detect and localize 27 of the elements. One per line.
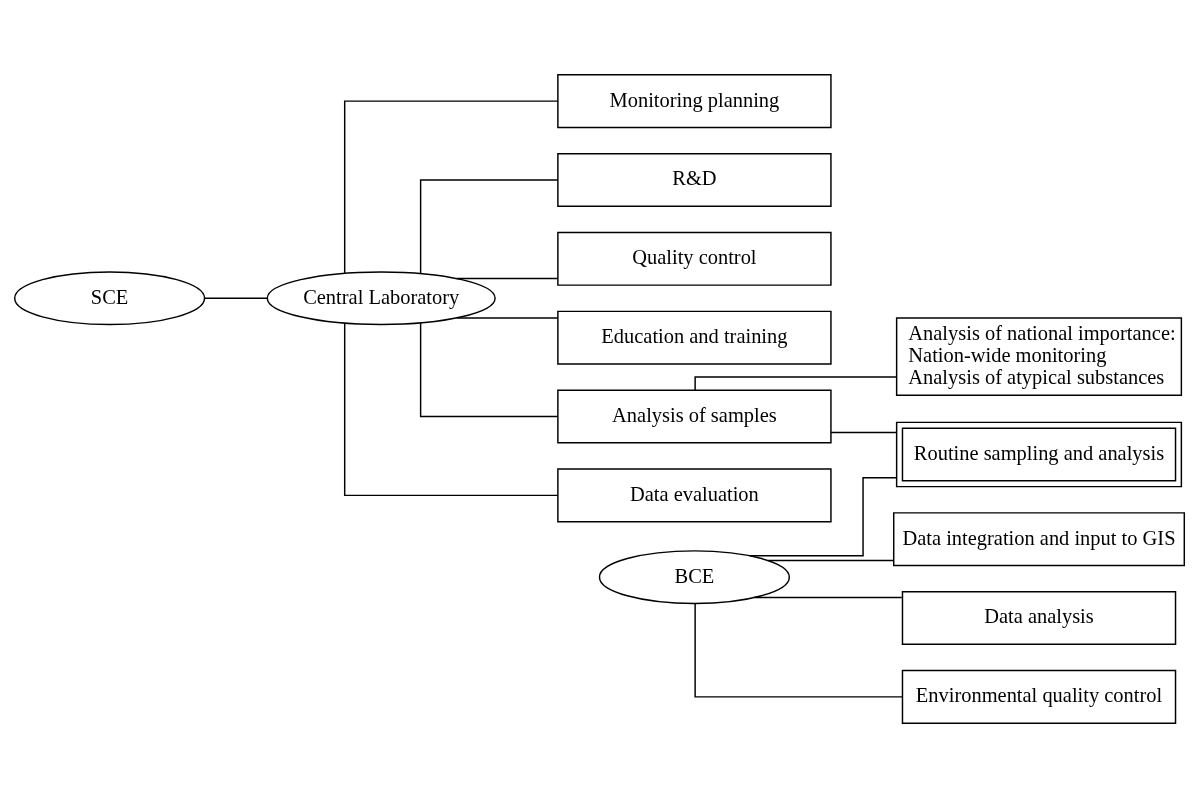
node-box: Data analysis (901, 591, 1177, 646)
connector (419, 322, 559, 418)
connector (203, 297, 268, 299)
connector (455, 317, 559, 319)
node-box: Data integration and input to GIS (893, 512, 1185, 567)
node-box: Analysis of national importance: Nation-wide monitoring Analysis of atypical substances (895, 317, 1183, 397)
node-box: Routine sampling and analysis (895, 421, 1183, 488)
connector (455, 277, 559, 280)
node-box: Quality control (557, 231, 832, 286)
node-box: Education and training (557, 310, 832, 365)
connector (419, 179, 559, 274)
connector (694, 603, 903, 698)
node-ellipse: Central Laboratory (266, 271, 496, 326)
node-box: Analysis of samples (557, 389, 832, 444)
connector (830, 431, 897, 434)
node-box: Monitoring planning (557, 74, 832, 129)
connector (343, 322, 559, 497)
connector (694, 376, 897, 391)
connector (767, 559, 895, 562)
node-box: R&D (557, 152, 832, 207)
connector (343, 100, 559, 274)
node-box: Environmental quality control (901, 669, 1177, 724)
connector (748, 477, 898, 557)
connector (753, 596, 903, 599)
node-ellipse: BCE (598, 550, 791, 605)
node-box: Data evaluation (557, 468, 832, 523)
node-ellipse: SCE (14, 271, 206, 326)
